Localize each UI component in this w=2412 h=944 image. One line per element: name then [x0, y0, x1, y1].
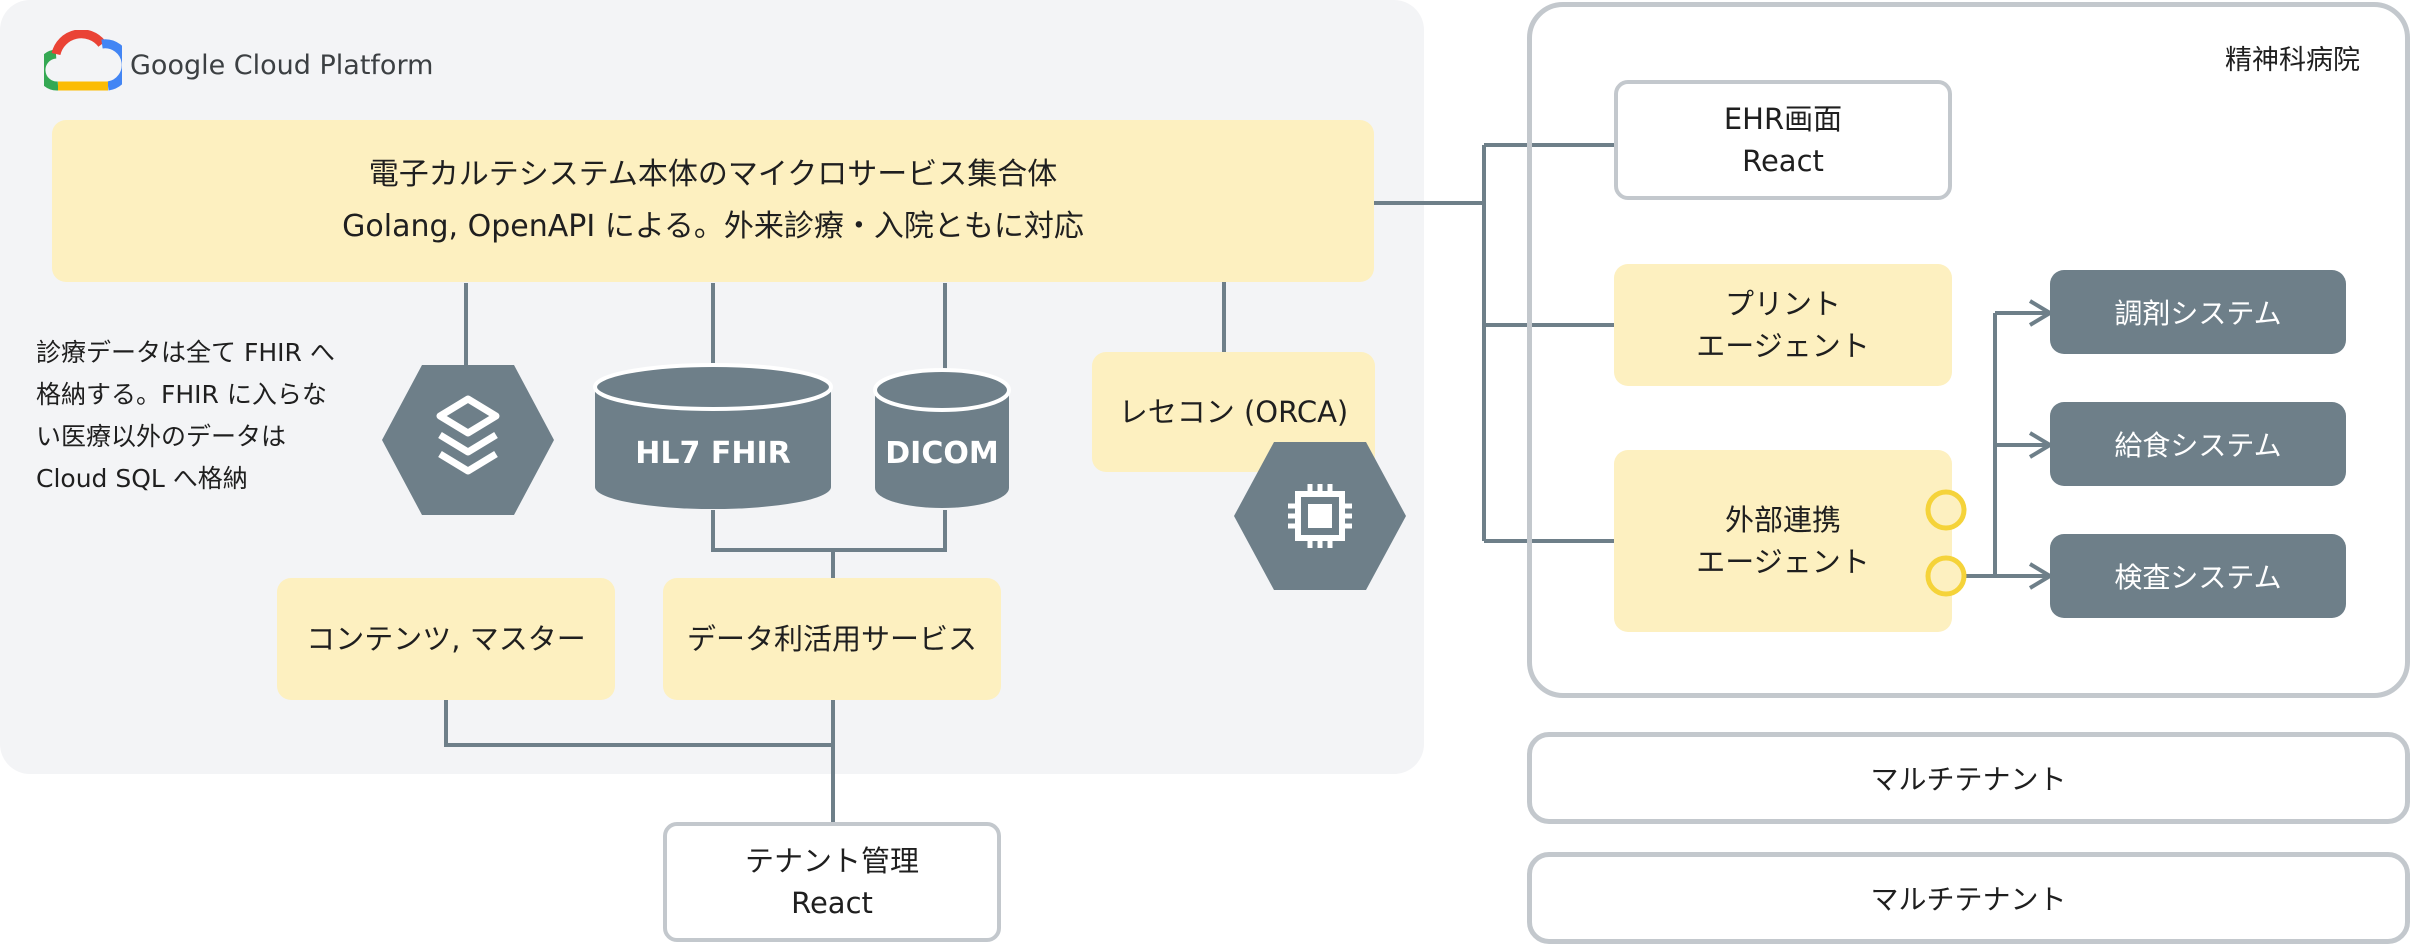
data-utilization-service-label: データ利活用サービス — [686, 622, 977, 656]
print-agent-line1: プリント — [1724, 287, 1841, 321]
hl7-fhir-database-icon — [593, 363, 833, 509]
print-agent-box: プリント エージェント — [1614, 264, 1952, 386]
compute-engine-chip-icon — [1234, 442, 1406, 590]
print-agent-line2: エージェント — [1696, 329, 1870, 363]
ehr-screen-box: EHR画面 React — [1614, 80, 1952, 200]
system-lab: 検査システム — [2050, 534, 2346, 618]
tenant-admin-box: テナント管理 React — [663, 822, 1001, 942]
hospital-title: 精神科病院 — [2225, 45, 2360, 76]
multitenant-box-1: マルチテナント — [1527, 732, 2410, 824]
tenant-admin-line1: テナント管理 — [744, 844, 919, 878]
dicom-database-icon — [873, 368, 1011, 508]
note-line3: い医療以外のデータは — [36, 422, 287, 451]
ehr-screen-line1: EHR画面 — [1723, 102, 1843, 136]
system-dispensing: 調剤システム — [2050, 270, 2346, 354]
receipt-orca-label: レセコン (ORCA) — [1118, 395, 1349, 429]
note-line4: Cloud SQL へ格納 — [36, 464, 248, 493]
external-agent-line1: 外部連携 — [1724, 503, 1841, 537]
data-utilization-service-box: データ利活用サービス — [663, 578, 1001, 700]
core-title-line1: 電子カルテシステム本体のマイクロサービス集合体 — [368, 157, 1058, 192]
external-agent-line2: エージェント — [1696, 545, 1870, 579]
contents-master-box: コンテンツ, マスター — [277, 578, 615, 700]
multitenant-box-2: マルチテナント — [1527, 852, 2410, 944]
google-cloud-logo-icon — [44, 30, 122, 91]
ehr-screen-line2: React — [1742, 144, 1824, 178]
gcp-label: Google Cloud Platform — [130, 50, 434, 81]
core-microservices-box: 電子カルテシステム本体のマイクロサービス集合体 Golang, OpenAPI … — [52, 120, 1374, 282]
dicom-label: DICOM — [885, 436, 999, 471]
note-line1: 診療データは全て FHIR へ — [36, 338, 335, 367]
hl7-fhir-label: HL7 FHIR — [635, 436, 791, 471]
system-meal: 給食システム — [2050, 402, 2346, 486]
note-line2: 格納する。FHIR に入らな — [36, 380, 327, 409]
agent-port-rings — [1925, 489, 1967, 597]
external-agent-box: 外部連携 エージェント — [1614, 450, 1952, 632]
hospital-frame — [1527, 2, 2410, 698]
fhir-storage-note: 診療データは全て FHIR へ 格納する。FHIR に入らな い医療以外のデータ… — [36, 332, 366, 500]
contents-master-label: コンテンツ, マスター — [306, 622, 586, 656]
cloud-sql-stack-icon — [382, 365, 554, 515]
core-title-line2: Golang, OpenAPI による。外来診療・入院ともに対応 — [342, 209, 1084, 244]
tenant-admin-line2: React — [791, 886, 873, 920]
